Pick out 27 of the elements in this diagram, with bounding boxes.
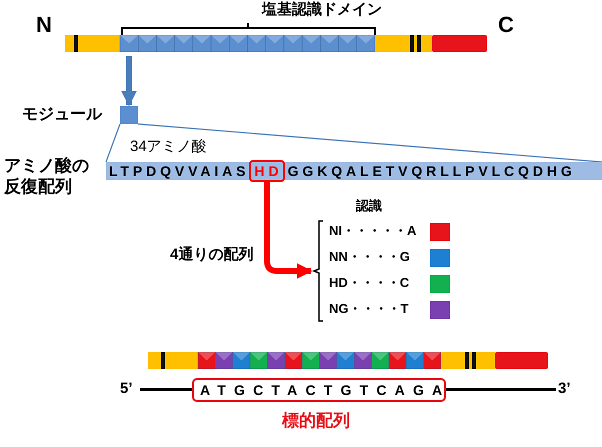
module-label: モジュール: [22, 105, 102, 125]
zoom-line: [138, 123, 602, 163]
side-label: アミノ酸の反復配列: [4, 155, 90, 197]
sequence-box: ATGCTACTGTCAGA: [192, 378, 446, 402]
module-length-label: 34アミノ酸: [130, 137, 207, 156]
legend-text: NN・・・・G: [329, 248, 410, 266]
zoom-line: [105, 124, 121, 162]
arrow: [121, 56, 137, 107]
legend-text: NG・・・・T: [329, 300, 408, 318]
end-label: 5’: [120, 380, 133, 397]
legend-text: HD・・・・C: [329, 274, 410, 292]
highlight-box: HD: [249, 160, 285, 182]
terminal-label: C: [498, 12, 514, 38]
protein-bar: [65, 35, 487, 52]
terminal-label: N: [36, 12, 52, 38]
end-label: 3’: [558, 380, 571, 397]
legend-text: NI・・・・・A: [329, 222, 416, 240]
curly-bracket: [312, 220, 324, 322]
module-box: [120, 106, 138, 124]
column-heading: 認識: [356, 197, 382, 215]
sequence-caption: 標的配列: [282, 410, 350, 432]
title: 塩基認識ドメイン: [262, 0, 382, 19]
sequence-text: LTPDQVVAIAS: [108, 162, 250, 180]
arrow: [264, 182, 313, 279]
sequence-bar: [106, 162, 602, 180]
edge-label: 4通りの配列: [170, 245, 254, 264]
sequence-text: GGKQALETVQRLLPVLCQDHG: [286, 162, 576, 180]
